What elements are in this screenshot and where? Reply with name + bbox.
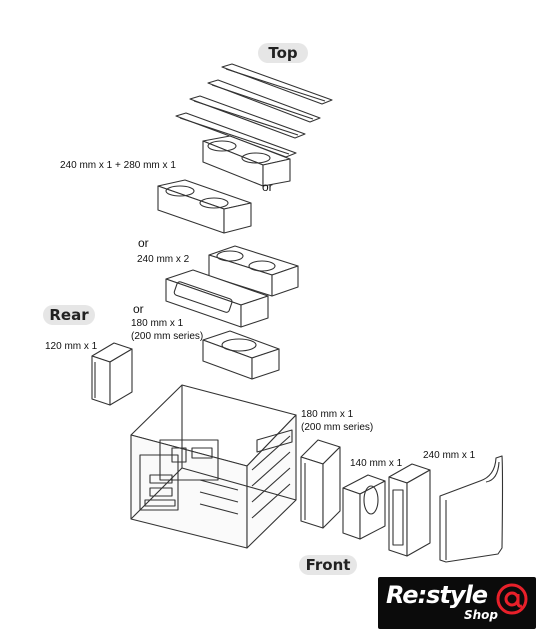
radiator-180-front [300, 439, 341, 529]
logo-subtext: Shop [464, 608, 499, 622]
label-or-3: or [133, 302, 144, 316]
radiator-140-front [342, 474, 386, 540]
label-front-180-series: (200 mm series) [301, 422, 374, 433]
radiator-120-rear [91, 342, 133, 406]
radiator-240-dual-b [165, 269, 269, 328]
logo-text: Re:style [386, 581, 488, 609]
label-front-180: 180 mm x 1 [301, 409, 354, 420]
label-top-dual: 240 mm x 2 [137, 254, 190, 265]
label-rear-120: 120 mm x 1 [45, 341, 98, 352]
section-front-pill: Front [299, 555, 357, 575]
radiator-280-top [202, 135, 291, 187]
radiator-240-dual-a [208, 245, 299, 297]
label-top-180: 180 mm x 1 [131, 318, 184, 329]
section-rear-pill: Rear [43, 305, 95, 325]
chassis [130, 384, 297, 549]
section-top-pill: Top [258, 43, 308, 63]
radiator-240-front [388, 463, 431, 557]
label-front-240: 240 mm x 1 [423, 450, 476, 461]
label-front-140: 140 mm x 1 [350, 458, 403, 469]
label-top-180-series: (200 mm series) [131, 331, 204, 342]
label-top-combo: 240 mm x 1 + 280 mm x 1 [60, 160, 176, 171]
radiator-180-top [202, 330, 280, 380]
top-bracket-rails [175, 63, 333, 158]
label-or-1: or [262, 180, 273, 194]
at-sign-icon [496, 583, 528, 615]
front-panel [439, 455, 504, 563]
radiator-240-combo [157, 179, 252, 234]
restyle-shop-logo: Re:style Shop [378, 577, 536, 629]
label-or-2: or [138, 236, 149, 250]
